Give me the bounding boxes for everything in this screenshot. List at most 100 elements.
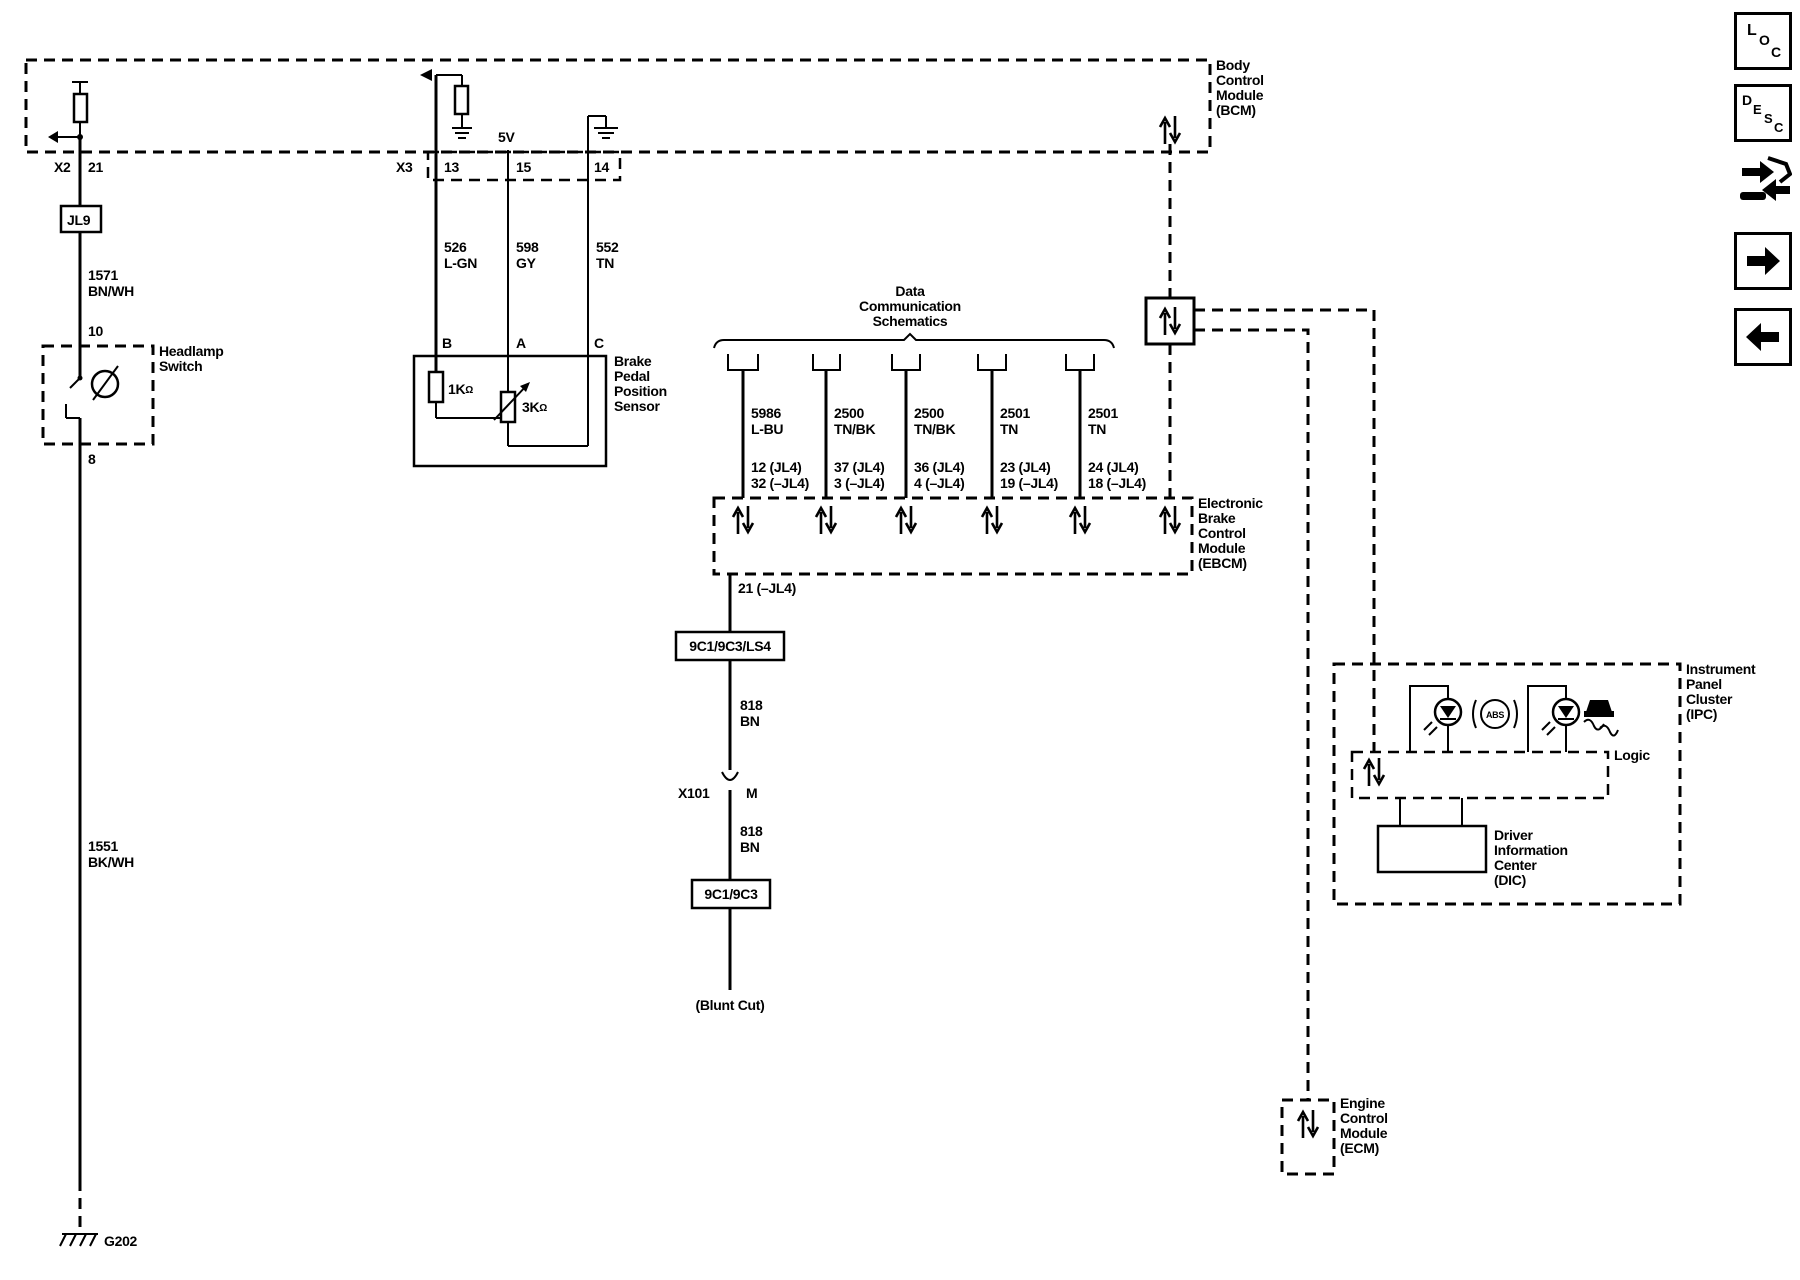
- brake-pedal-position-sensor-box: [412, 354, 608, 468]
- bcm-5v-label: 5V: [498, 129, 515, 145]
- bus-wire-2500-b: 2500 TN/BK 36 (JL4) 4 (–JL4): [914, 405, 965, 491]
- diagnostic-tool-icon[interactable]: [1734, 152, 1792, 210]
- bcm-serial-data-arrows: [1158, 114, 1182, 146]
- headlamp-pin-10: 10: [88, 323, 103, 339]
- ipc-module-box: [1332, 662, 1682, 906]
- ipc-logic-label: Logic: [1614, 747, 1650, 763]
- svg-text:2500: 2500: [834, 405, 864, 421]
- bpps-label: Brake Pedal Position Sensor: [614, 353, 667, 414]
- serial-data-splice-box: [1144, 296, 1196, 346]
- bpps-pin-a: A: [516, 335, 526, 351]
- desc-letter-c: C: [1774, 120, 1784, 135]
- wire-598-color: GY: [516, 255, 537, 271]
- jl9-label: JL9: [67, 212, 91, 228]
- svg-text:TN/BK: TN/BK: [914, 421, 955, 437]
- loc-letter-o: O: [1759, 32, 1770, 48]
- bcm-ground-circuit: [588, 115, 618, 139]
- svg-text:Panel: Panel: [1686, 676, 1722, 692]
- bcm-pin-13: 13: [444, 159, 459, 175]
- wire-552-number: 552: [596, 239, 619, 255]
- bpps-pin-b: B: [442, 335, 452, 351]
- svg-text:TN: TN: [1000, 421, 1018, 437]
- svg-text:2500: 2500: [914, 405, 944, 421]
- svg-text:36 (JL4): 36 (JL4): [914, 459, 965, 475]
- splice-9c1-9c3-label: 9C1/9C3: [704, 886, 758, 902]
- headlamp-pin-8: 8: [88, 451, 96, 467]
- bcm-pin-21: 21: [88, 159, 103, 175]
- connector-x101-symbol: [721, 771, 739, 781]
- ipc-logic-box: [1350, 750, 1610, 800]
- svg-text:Control: Control: [1216, 72, 1264, 88]
- desc-letter-s: S: [1764, 111, 1773, 126]
- ebcm-label: Electronic Brake Control Module (EBCM): [1198, 495, 1264, 571]
- svg-text:(DIC): (DIC): [1494, 872, 1526, 888]
- bus-wire-2500-a: 2500 TN/BK 37 (JL4) 3 (–JL4): [834, 405, 885, 491]
- arrow-right-icon: [1747, 247, 1780, 275]
- bus-wires: [741, 370, 1082, 498]
- wire-526-number: 526: [444, 239, 467, 255]
- svg-text:Instrument: Instrument: [1686, 661, 1756, 677]
- dcs-label: Data Communication Schematics: [859, 283, 961, 329]
- svg-text:Center: Center: [1494, 857, 1537, 873]
- bcm-pin-14: 14: [594, 159, 609, 175]
- ecm-label: Engine Control Module (ECM): [1340, 1095, 1388, 1156]
- svg-text:12 (JL4): 12 (JL4): [751, 459, 802, 475]
- svg-text:Brake: Brake: [1198, 510, 1236, 526]
- svg-text:Position: Position: [614, 383, 667, 399]
- description-nav-button[interactable]: D E S C: [1734, 84, 1792, 142]
- svg-text:32 (–JL4): 32 (–JL4): [751, 475, 809, 491]
- wire-818-upper-number: 818: [740, 697, 763, 713]
- ground-g202-label: G202: [104, 1233, 138, 1249]
- desc-letter-e: E: [1753, 102, 1762, 117]
- bus-wire-2501-b: 2501 TN 24 (JL4) 18 (–JL4): [1088, 405, 1146, 491]
- splice-9c1-9c3-ls4-label: 9C1/9C3/LS4: [689, 638, 771, 654]
- bcm-label: Body Control Module (BCM): [1216, 57, 1264, 118]
- svg-text:Information: Information: [1494, 842, 1568, 858]
- ebcm-module-box: [712, 496, 1194, 576]
- traction-control-icon: [1583, 700, 1619, 737]
- svg-text:(ECM): (ECM): [1340, 1140, 1379, 1156]
- svg-text:Module: Module: [1216, 87, 1264, 103]
- bus-wire-2501-a: 2501 TN 23 (JL4) 19 (–JL4): [1000, 405, 1058, 491]
- svg-text:Schematics: Schematics: [873, 313, 948, 329]
- bcm-module-box: [24, 58, 1212, 154]
- wire-1571-number: 1571: [88, 267, 118, 283]
- location-nav-button[interactable]: L O C: [1734, 12, 1792, 70]
- svg-text:L-BU: L-BU: [751, 421, 783, 437]
- wire-818-lower-color: BN: [740, 839, 760, 855]
- svg-text:5986: 5986: [751, 405, 781, 421]
- headlamp-switch-label: Headlamp Switch: [159, 343, 224, 374]
- svg-text:(IPC): (IPC): [1686, 706, 1717, 722]
- bcm-pullup-circuit: [420, 69, 472, 139]
- abs-indicator-circuit: [1409, 685, 1463, 752]
- bpps-internal-circuit: [427, 370, 588, 447]
- svg-text:Module: Module: [1340, 1125, 1388, 1141]
- arrow-left-icon: [1746, 323, 1779, 351]
- svg-text:Pedal: Pedal: [614, 368, 650, 384]
- svg-text:Body: Body: [1216, 57, 1250, 73]
- svg-text:Brake: Brake: [614, 353, 652, 369]
- headlamp-switch-box: [41, 344, 155, 446]
- svg-text:2501: 2501: [1088, 405, 1118, 421]
- headlamp-switch-symbol: [65, 365, 120, 419]
- svg-text:TN: TN: [1088, 421, 1106, 437]
- next-page-button[interactable]: [1734, 232, 1792, 290]
- bcm-connector-x3: X3: [396, 159, 413, 175]
- svg-text:Sensor: Sensor: [614, 398, 661, 414]
- desc-letter-d: D: [1742, 92, 1752, 108]
- wire-552-color: TN: [596, 255, 614, 271]
- bcm-fuse-circuit: [48, 81, 89, 143]
- svg-text:19 (–JL4): 19 (–JL4): [1000, 475, 1058, 491]
- abs-warning-icon: ABS: [1472, 699, 1518, 729]
- previous-page-button[interactable]: [1734, 308, 1792, 366]
- ebcm-pin-21: 21 (–JL4): [738, 580, 796, 596]
- dcs-connector-tabs: [727, 354, 1095, 371]
- svg-text:TN/BK: TN/BK: [834, 421, 875, 437]
- svg-text:Switch: Switch: [159, 358, 202, 374]
- ipc-serial-data-arrows: [1362, 756, 1386, 788]
- resistor-3k-label: 3KΩ: [522, 399, 547, 415]
- loc-letter-c: C: [1771, 44, 1781, 60]
- ecm-module-box: [1280, 1098, 1336, 1176]
- svg-text:2501: 2501: [1000, 405, 1030, 421]
